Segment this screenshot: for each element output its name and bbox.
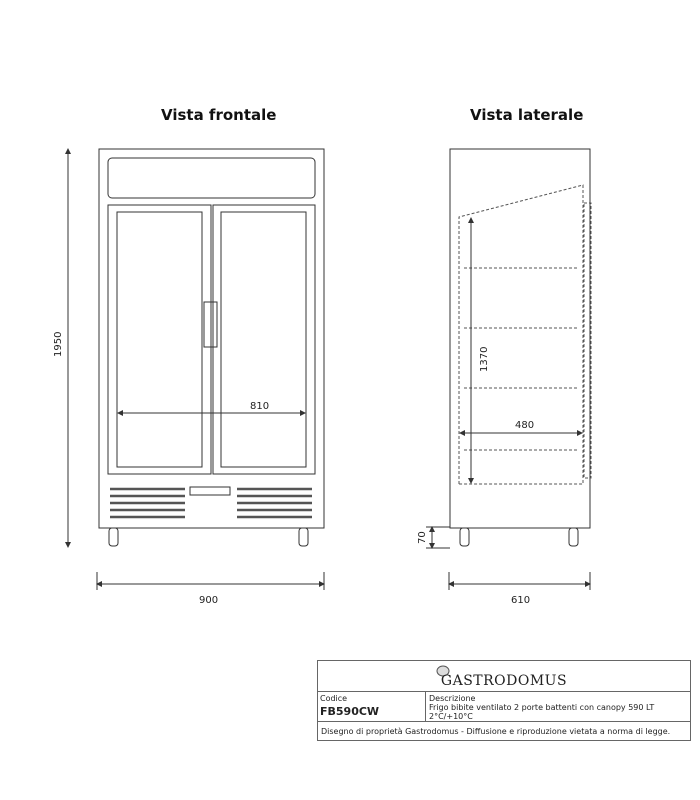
inner-volume [458, 184, 584, 485]
code-label: Codice [320, 694, 348, 703]
product-code: FB590CW [320, 705, 380, 718]
side-rear-wheel [568, 527, 579, 547]
side-cabinet [449, 148, 591, 529]
dim-610-label: 610 [511, 595, 530, 606]
dim-1370-label: 1370 [479, 347, 490, 372]
rear-grille [583, 202, 592, 479]
product-description: Frigo bibite ventilato 2 porte battenti … [429, 703, 655, 721]
dim-480-label: 480 [515, 420, 534, 431]
brand-logo-icon [436, 665, 450, 677]
title-block: GASTRODOMUS Codice FB590CW Descrizione F… [317, 660, 691, 741]
side-view-title: Vista laterale [470, 106, 584, 124]
copyright-note: Disegno di proprietà Gastrodomus - Diffu… [321, 727, 671, 736]
front-view [65, 148, 325, 590]
door-handle [203, 301, 218, 348]
side-front-wheel [459, 527, 470, 547]
right-door-glass [220, 211, 307, 468]
description-label: Descrizione [429, 694, 476, 703]
dim-1950-label: 1950 [53, 332, 64, 357]
right-vent [237, 487, 312, 519]
brand-logo: GASTRODOMUS [440, 673, 568, 689]
front-cabinet [98, 148, 325, 529]
dim-900-label: 900 [199, 595, 218, 606]
dim-70-label: 70 [417, 531, 428, 544]
left-vent [110, 487, 185, 519]
dim-810-label: 810 [250, 401, 269, 412]
left-door [107, 204, 212, 475]
front-view-title: Vista frontale [161, 106, 277, 124]
left-door-glass [116, 211, 203, 468]
front-right-wheel [298, 527, 309, 547]
right-door [212, 204, 316, 475]
front-left-wheel [108, 527, 119, 547]
canopy-panel [107, 157, 316, 199]
side-view [426, 148, 592, 590]
control-panel [189, 486, 231, 496]
